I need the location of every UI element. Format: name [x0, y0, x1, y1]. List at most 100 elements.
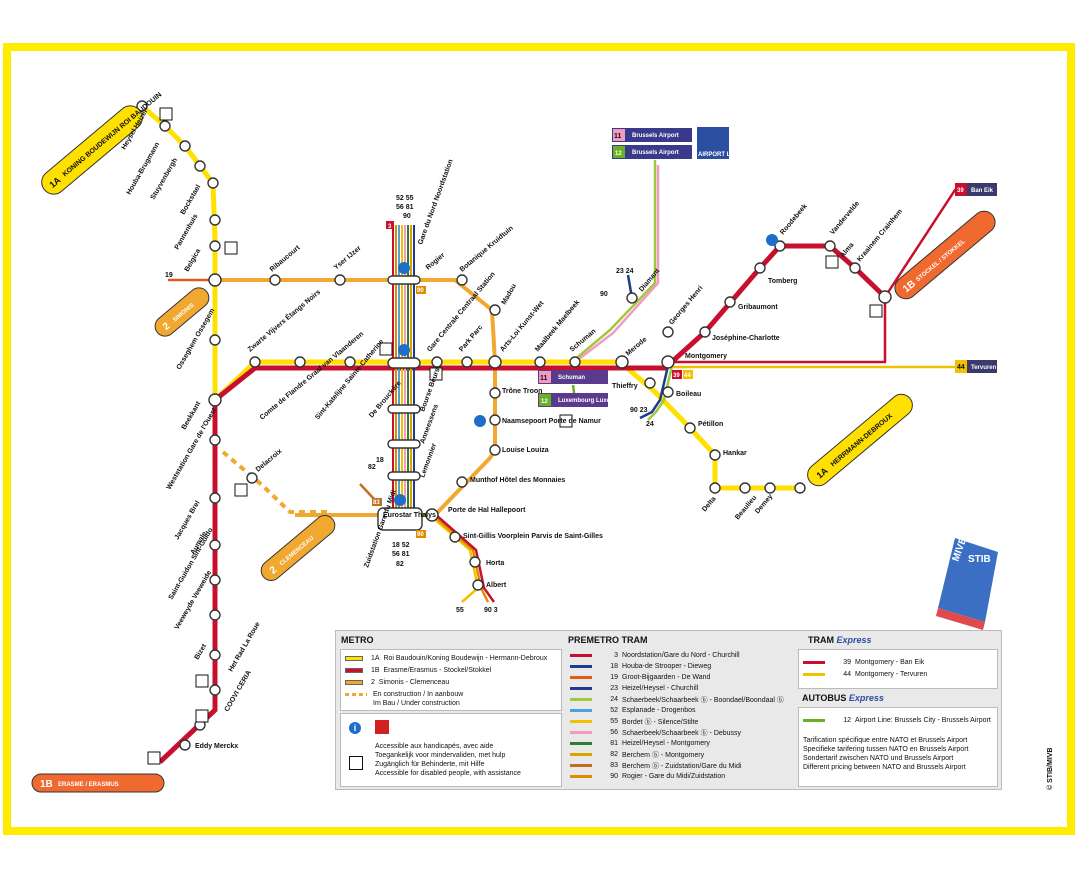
svg-text:Hankar: Hankar — [723, 450, 747, 457]
metro-row-1a: 1A Roi Baudouin/Koning Boudewijn - Herma… — [371, 655, 548, 662]
svg-text:STIB: STIB — [968, 554, 991, 565]
svg-text:Albert: Albert — [486, 582, 507, 589]
svg-text:Bizet: Bizet — [194, 642, 209, 661]
svg-text:Yser IJzer: Yser IJzer — [333, 245, 363, 272]
svg-text:12: 12 — [615, 151, 622, 157]
bus-note-4: Different pricing between NATO and Bruss… — [803, 764, 966, 771]
svg-text:18: 18 — [376, 457, 384, 464]
svg-text:Rogier: Rogier — [425, 252, 447, 272]
premetro-row-52: 52 Esplanade - Drogenbos — [570, 706, 696, 715]
stations — [136, 100, 892, 751]
route-number: 56 — [610, 729, 618, 736]
svg-text:Trône Troon: Trône Troon — [502, 388, 542, 395]
line-swatch — [570, 720, 592, 723]
svg-text:Boileau: Boileau — [676, 391, 701, 398]
svg-text:39: 39 — [673, 373, 680, 379]
svg-text:Kraainem Crainhem: Kraainem Crainhem — [856, 208, 904, 263]
svg-text:Madou: Madou — [501, 283, 518, 306]
wheelchair-icon — [349, 756, 363, 770]
svg-text:Belgica: Belgica — [184, 248, 203, 273]
svg-text:Thieffry: Thieffry — [612, 383, 638, 390]
route-number: 52 — [610, 707, 618, 714]
route-number: 83 — [610, 762, 618, 769]
badge-simonis: 2 SIMONIS — [154, 287, 210, 337]
route-text: Rogier - Gare du Midi/Zuidstation — [622, 773, 726, 780]
legend-tram-title: TRAM Express — [808, 635, 872, 645]
box-schuman-11: 11 Schuman — [538, 370, 608, 384]
svg-text:Munthof Hôtel des Monnaies: Munthof Hôtel des Monnaies — [470, 477, 565, 484]
svg-text:Bockstael: Bockstael — [180, 184, 203, 216]
svg-text:Zwarte Vijvers Étangs Noirs: Zwarte Vijvers Étangs Noirs — [246, 287, 323, 353]
airport-box-11: 11 Brussels Airport — [612, 128, 692, 142]
svg-text:Montgomery: Montgomery — [685, 353, 727, 360]
badge-erasme: 1B ERASME / ERASMUS — [31, 773, 165, 793]
bootik-icon — [375, 720, 389, 734]
svg-text:Botanique Kruidtuin: Botanique Kruidtuin — [459, 225, 515, 274]
tram-row-44: Montgomery - Tervuren — [855, 671, 928, 678]
svg-text:Ribaucourt: Ribaucourt — [269, 244, 302, 274]
svg-text:Gribaumont: Gribaumont — [738, 304, 778, 311]
legend-metro-box: 1A Roi Baudouin/Koning Boudewijn - Herma… — [340, 649, 562, 711]
svg-text:2: 2 — [161, 321, 173, 333]
route-text: Berchem ⓑ - Zuidstation/Gare du Midi — [622, 762, 742, 770]
info-icon: i — [349, 722, 361, 734]
svg-text:Lemonnier: Lemonnier — [419, 442, 438, 478]
svg-text:Luxembourg Luxemburg: Luxembourg Luxemburg — [558, 398, 629, 404]
svg-text:44: 44 — [957, 364, 965, 371]
svg-text:Sint-Gillis Voorplein Parvis d: Sint-Gillis Voorplein Parvis de Saint-Gi… — [463, 533, 603, 540]
route-number: 90 — [610, 773, 618, 780]
svg-text:Schuman: Schuman — [558, 375, 585, 381]
svg-text:3: 3 — [388, 224, 392, 230]
svg-text:90: 90 — [417, 288, 424, 294]
access-line-2: Toegankelijk voor mindervaliden, met hul… — [375, 752, 506, 759]
svg-text:Beekkant: Beekkant — [181, 400, 203, 431]
badge-stockel: 1B STOCKEL / STOKKEL — [894, 210, 996, 300]
svg-text:Porte de Hal Hallepoort: Porte de Hal Hallepoort — [448, 507, 526, 514]
svg-text:24: 24 — [646, 421, 654, 428]
line-2-construction — [221, 450, 330, 514]
line-swatch — [570, 665, 592, 668]
svg-text:COOVI CERIA: COOVI CERIA — [224, 669, 253, 713]
svg-text:19: 19 — [165, 272, 173, 279]
route-number: 18 — [610, 663, 618, 670]
svg-text:1B: 1B — [40, 779, 53, 790]
svg-text:Het Rad La Roue: Het Rad La Roue — [228, 621, 262, 673]
line-swatch — [570, 775, 592, 778]
svg-text:90: 90 — [403, 213, 411, 220]
svg-text:Brussels Airport: Brussels Airport — [632, 133, 679, 139]
box-44: 44 Tervuren — [955, 360, 997, 373]
airport-box-12: 12 Brussels Airport — [612, 145, 692, 159]
svg-text:90 23: 90 23 — [630, 407, 648, 414]
bus-note-1: Tarification spécifique entre NATO et Br… — [803, 737, 968, 744]
line-swatch — [570, 698, 592, 701]
route-text: Noordstation/Gare du Nord - Churchill — [622, 652, 740, 659]
svg-text:Naamsepoort Porte de Namur: Naamsepoort Porte de Namur — [502, 418, 601, 425]
metro-row-2: 2 Simonis - Clemenceau — [371, 679, 450, 686]
badge-koning: 1A KONING BOUDEWIJN ROI BAUDOUIN — [41, 91, 163, 195]
route-number: 81 — [610, 740, 618, 747]
route-text: Esplanade - Drogenbos — [622, 707, 696, 714]
badge-hermann: 1A HERRMANN-DEBROUX — [807, 393, 913, 487]
svg-text:52 55: 52 55 — [396, 195, 414, 202]
route-text: Schaerbeek/Schaarbeek ⓑ - Boondael/Boond… — [622, 696, 784, 704]
svg-text:44: 44 — [684, 373, 691, 379]
line-swatch — [570, 731, 592, 734]
svg-text:39: 39 — [957, 188, 964, 194]
svg-text:Merode: Merode — [625, 336, 649, 357]
svg-text:HERRMANN-DEBROUX: HERRMANN-DEBROUX — [830, 412, 895, 468]
svg-text:Ban Eik: Ban Eik — [971, 188, 994, 194]
access-line-3: Zugänglich für Behinderte, mit Hilfe — [375, 761, 485, 768]
info-icons — [394, 234, 778, 506]
legend-access-box: i Accessible aux handicapés, avec aide T… — [340, 713, 562, 787]
svg-text:2: 2 — [268, 564, 280, 576]
line-swatch — [570, 676, 592, 679]
airport-line-logo: AIRPORT LINE — [697, 127, 740, 159]
svg-text:Louise Louiza: Louise Louiza — [502, 447, 549, 454]
